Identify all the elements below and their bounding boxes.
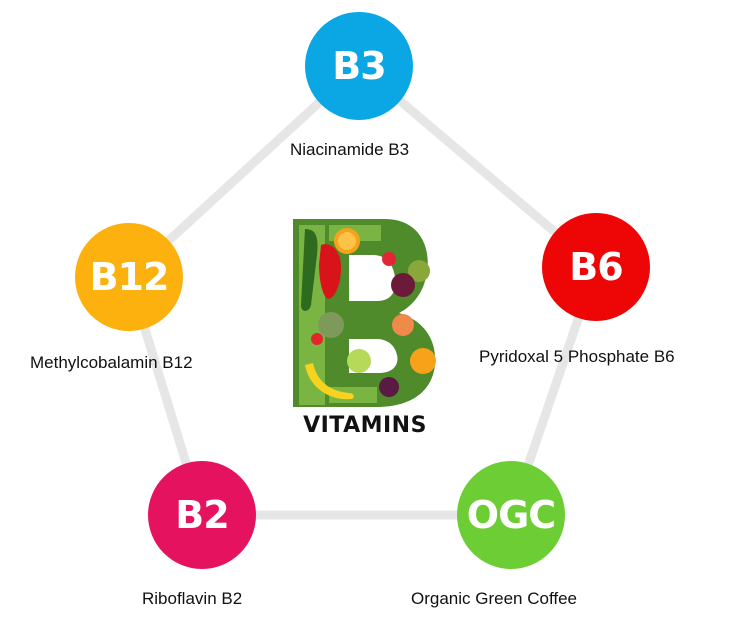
artichoke-icon: [318, 312, 344, 338]
node-b12-label: B12: [89, 255, 170, 299]
caption-b12: Methylcobalamin B12: [30, 353, 193, 372]
node-ogc-label: OGC: [466, 493, 556, 537]
node-b2-circle: B2: [148, 461, 256, 569]
node-b6-label: B6: [569, 245, 623, 289]
node-b3-label: B3: [332, 44, 386, 88]
banana-icon: [305, 363, 354, 400]
purple-grapes-icon: [379, 377, 399, 397]
peach-icon: [392, 314, 414, 336]
caption-ogc: Organic Green Coffee: [411, 589, 577, 608]
node-b6-circle: B6: [542, 213, 650, 321]
center-vitamins-graphic: VITAMINS: [285, 215, 445, 445]
grapes-icon: [391, 273, 415, 297]
orange-icon: [410, 348, 436, 374]
cucumber-icon: [301, 229, 318, 311]
strawberry-icon: [382, 252, 396, 266]
node-b3-circle: B3: [305, 12, 413, 120]
caption-b3: Niacinamide B3: [290, 140, 410, 159]
kiwi-icon: [408, 260, 430, 282]
green-grapes-icon: [347, 349, 371, 373]
red-pepper-icon: [319, 244, 341, 299]
vegetable-letter-b-icon: [293, 219, 436, 407]
caption-b6: Pyridoxal 5 Phosphate B6: [479, 347, 675, 366]
node-b2-label: B2: [175, 493, 229, 537]
node-ogc-circle: OGC: [457, 461, 565, 569]
center-title: VITAMINS: [303, 413, 427, 438]
caption-b2: Riboflavin B2: [142, 589, 243, 608]
node-b12-circle: B12: [75, 223, 183, 331]
tomato-icon: [311, 333, 323, 345]
orange-slice-inner-icon: [338, 232, 356, 250]
